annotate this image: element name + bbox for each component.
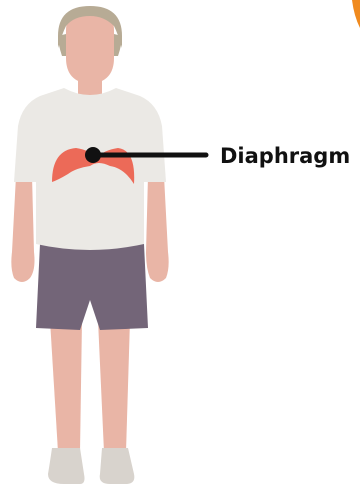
right-leg	[98, 320, 130, 452]
child-figure-icon	[11, 6, 168, 484]
head	[66, 12, 114, 84]
right-arm	[146, 176, 169, 282]
right-shoe	[100, 448, 135, 484]
hair-side-left	[58, 34, 66, 56]
corner-accent-shape	[352, 0, 360, 28]
hair-side-right	[114, 34, 122, 56]
left-leg	[50, 320, 82, 452]
label-pointer-dot	[85, 147, 101, 163]
left-shoe	[48, 448, 85, 484]
shorts	[36, 244, 148, 330]
left-arm	[11, 176, 34, 282]
diaphragm-label: Diaphragm	[220, 144, 350, 168]
shirt	[14, 88, 166, 250]
